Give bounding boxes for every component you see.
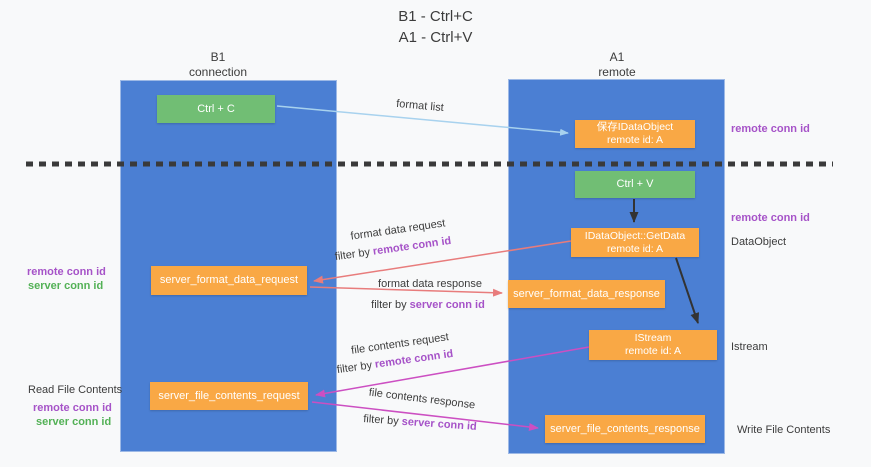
filter-by-text: filter by bbox=[336, 359, 373, 377]
istream-line1: IStream bbox=[634, 332, 672, 344]
remote-conn-id-text: remote conn id bbox=[372, 234, 452, 258]
getdata-line1: IDataObject::GetData bbox=[584, 229, 686, 242]
server-format-data-response-box: server_format_data_response bbox=[508, 280, 665, 308]
filter-by-text: filter by bbox=[334, 246, 371, 264]
server-conn-id-text: server conn id bbox=[409, 299, 485, 311]
right-remote-conn-id-mid: remote conn id bbox=[731, 212, 810, 224]
getdata-line2: remote id: A bbox=[606, 242, 664, 255]
title-line-1: B1 - Ctrl+C bbox=[398, 8, 473, 25]
server-format-data-response-label: server_format_data_response bbox=[513, 287, 660, 300]
istream-line2: remote id: A bbox=[624, 345, 682, 357]
istream-side-label: Istream bbox=[731, 341, 768, 353]
column-a1-subtitle: remote bbox=[598, 65, 636, 79]
server-conn-id-text: server conn id bbox=[401, 415, 478, 433]
read-file-contents-label: Read File Contents bbox=[28, 384, 123, 396]
right-remote-conn-id-top: remote conn id bbox=[731, 123, 810, 135]
idataobject-getdata-box: IDataObject::GetData remote id: A bbox=[571, 228, 699, 257]
write-file-contents-label: Write File Contents bbox=[737, 424, 831, 436]
ctrl-c-box: Ctrl + C bbox=[157, 95, 275, 123]
left-remote-conn-id-2: remote conn id bbox=[33, 402, 112, 414]
column-b1-subtitle: connection bbox=[188, 65, 248, 79]
format-data-response-label: format data response bbox=[378, 278, 482, 290]
filter-by-text: filter by bbox=[371, 299, 407, 311]
column-b1-name: B1 bbox=[210, 50, 226, 64]
format-list-label: format list bbox=[395, 97, 445, 115]
title-line-2: A1 - Ctrl+V bbox=[398, 29, 473, 46]
column-a1-name: A1 bbox=[609, 50, 625, 64]
server-file-contents-response-box: server_file_contents_response bbox=[545, 415, 705, 443]
server-file-contents-request-box: server_file_contents_request bbox=[150, 382, 308, 410]
server-format-data-request-box: server_format_data_request bbox=[151, 266, 307, 295]
ctrl-v-label: Ctrl + V bbox=[616, 178, 654, 190]
dataobject-label: DataObject bbox=[731, 236, 787, 248]
save-idataobject-line1: 保存IDataObject bbox=[596, 121, 674, 133]
left-server-conn-id-2: server conn id bbox=[36, 416, 112, 428]
column-header-b1: B1 connection bbox=[138, 50, 298, 80]
ctrl-v-box: Ctrl + V bbox=[575, 171, 695, 198]
left-server-conn-id-1: server conn id bbox=[28, 280, 104, 292]
file-contents-response-label: file contents response bbox=[368, 386, 476, 412]
server-file-contents-response-label: server_file_contents_response bbox=[550, 422, 700, 435]
server-file-contents-request-label: server_file_contents_request bbox=[158, 389, 300, 402]
ctrl-c-label: Ctrl + C bbox=[197, 102, 235, 115]
save-idataobject-box: 保存IDataObject remote id: A bbox=[575, 120, 695, 148]
istream-box: IStream remote id: A bbox=[589, 330, 717, 360]
left-remote-conn-id-1: remote conn id bbox=[27, 266, 106, 278]
filter-by-text: filter by bbox=[362, 413, 400, 428]
column-header-a1: A1 remote bbox=[537, 50, 697, 80]
save-idataobject-line2: remote id: A bbox=[606, 134, 664, 146]
server-format-data-request-label: server_format_data_request bbox=[159, 274, 299, 286]
diagram-title: B1 - Ctrl+C A1 - Ctrl+V bbox=[0, 6, 871, 48]
